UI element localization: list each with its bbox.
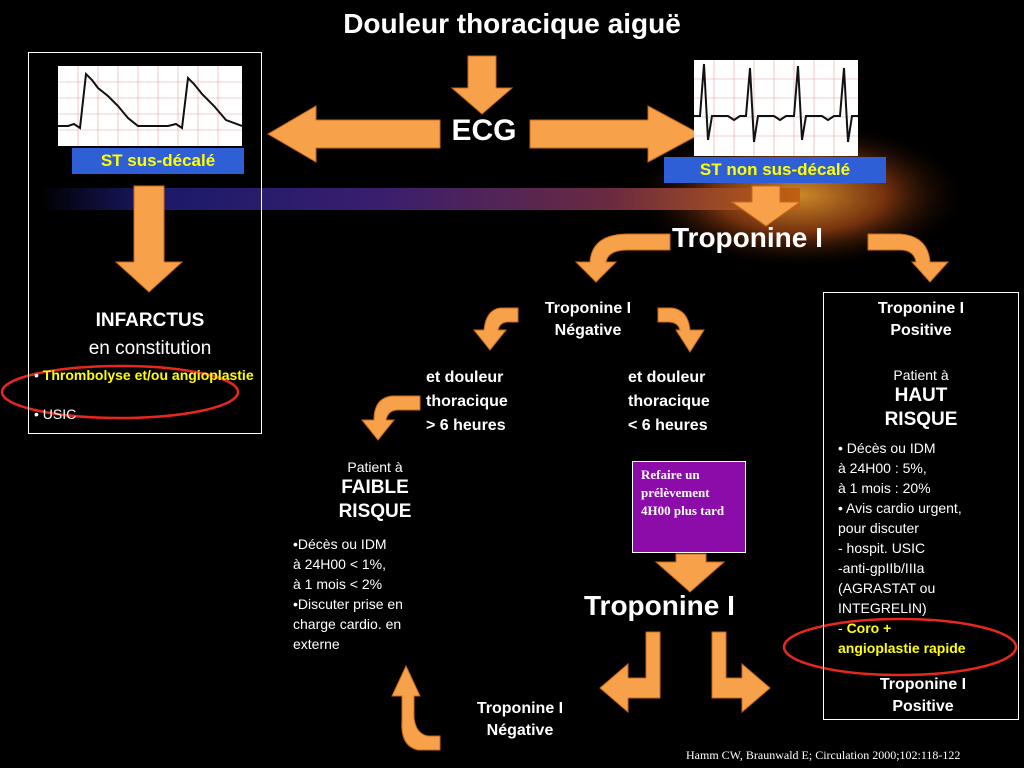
douleur-gt6-block: et douleur thoracique > 6 heures bbox=[426, 366, 508, 438]
list-item: à 24H00 : 5%, bbox=[838, 460, 927, 476]
troponine-positive-2: Troponine I Positive bbox=[830, 674, 1016, 718]
troponine-negative-1: Troponine I Négative bbox=[518, 298, 658, 342]
list-item: pour discuter bbox=[838, 520, 919, 536]
faible-label: FAIBLE bbox=[341, 477, 409, 498]
douleur-gt6-line2: thoracique bbox=[426, 393, 508, 410]
list-item: • Décès ou IDM bbox=[838, 440, 936, 456]
haut-risque-list: • Décès ou IDM à 24H00 : 5%, à 1 mois : … bbox=[838, 438, 1018, 658]
list-item: • Avis cardio urgent, bbox=[838, 500, 962, 516]
thrombolyse-text: Thrombolyse et/ou angioplastie bbox=[42, 367, 254, 383]
faible-risque-list: •Décès ou IDM à 24H00 < 1%, à 1 mois < 2… bbox=[293, 534, 453, 654]
usic-item: • USIC bbox=[34, 406, 76, 422]
list-item: •Discuter prise en bbox=[293, 596, 403, 612]
left-panel bbox=[28, 52, 262, 434]
list-item: à 1 mois < 2% bbox=[293, 576, 383, 592]
haut-label: HAUT bbox=[894, 385, 948, 406]
douleur-lt6-block: et douleur thoracique < 6 heures bbox=[628, 366, 710, 438]
arrow-down-refaire bbox=[654, 553, 726, 593]
patient-a-label: Patient à bbox=[893, 367, 949, 383]
bullet: • bbox=[34, 406, 43, 422]
arrow-curve-gt6 bbox=[472, 307, 519, 351]
list-item: •Décès ou IDM bbox=[293, 536, 387, 552]
troponine-positive-2-line2: Positive bbox=[892, 698, 954, 715]
st-sus-decale-tag: ST sus-décalé bbox=[72, 148, 244, 174]
arrow-curve-positive bbox=[867, 233, 950, 283]
list-item: à 1 mois : 20% bbox=[838, 480, 931, 496]
arrow-down-ecg bbox=[450, 55, 514, 115]
faible-risque-block: Patient à FAIBLE RISQUE bbox=[300, 458, 450, 524]
douleur-gt6-line1: et douleur bbox=[426, 369, 504, 386]
arrow-left-ecg bbox=[267, 105, 441, 163]
gradient-band bbox=[40, 188, 800, 210]
douleur-lt6-line2: thoracique bbox=[628, 393, 710, 410]
ecg-label: ECG bbox=[451, 114, 517, 147]
troponine-negative-2-line2: Négative bbox=[486, 722, 554, 739]
arrow-down-infarctus bbox=[114, 185, 184, 293]
list-item: externe bbox=[293, 636, 340, 652]
highlight-circle-left bbox=[0, 364, 240, 420]
page-title: Douleur thoracique aiguë bbox=[343, 8, 681, 39]
troponine-positive-1-line1: Troponine I bbox=[877, 300, 965, 317]
list-item: charge cardio. en bbox=[293, 616, 402, 632]
troponine-main: Troponine I bbox=[672, 222, 823, 253]
coro-text-2: angioplastie rapide bbox=[838, 640, 966, 656]
st-non-sus-decale-tag: ST non sus-décalé bbox=[664, 157, 886, 183]
ecg-st-non-elevation-image bbox=[694, 60, 858, 156]
arrow-curve-lt6 bbox=[657, 307, 705, 353]
arrow-curve-up-faible bbox=[391, 664, 441, 751]
coro-dash: - bbox=[838, 620, 847, 636]
infarctus-label: INFARCTUS bbox=[95, 310, 205, 331]
ecg-trace-right bbox=[694, 60, 858, 156]
douleur-gt6-line3: > 6 heures bbox=[426, 417, 506, 434]
douleur-lt6-line3: < 6 heures bbox=[628, 417, 708, 434]
right-panel bbox=[823, 292, 1019, 720]
arrow-curve-faible bbox=[360, 395, 421, 441]
arrow-curve-negative bbox=[574, 233, 671, 283]
douleur-lt6-line1: et douleur bbox=[628, 369, 706, 386]
highlight-circle-right bbox=[782, 617, 1018, 677]
troponine-positive-2-line1: Troponine I bbox=[879, 676, 967, 693]
haut-risque-block: Patient à HAUT RISQUE bbox=[823, 366, 1019, 432]
list-item: à 24H00 < 1%, bbox=[293, 556, 387, 572]
usic-text: USIC bbox=[42, 406, 77, 422]
troponine-negative-1-line2: Négative bbox=[554, 322, 622, 339]
arrow-bent-positive bbox=[711, 631, 771, 714]
thrombolyse-item: • Thrombolyse et/ou angioplastie bbox=[34, 366, 254, 384]
en-constitution-label: en constitution bbox=[88, 338, 212, 359]
troponine-negative-1-line1: Troponine I bbox=[544, 300, 632, 317]
ecg-st-elevation-image bbox=[58, 66, 242, 146]
list-item: -anti-gpIIb/IIIa bbox=[838, 560, 925, 576]
patient-a-label: Patient à bbox=[347, 459, 403, 475]
troponine-second: Troponine I bbox=[584, 590, 735, 621]
citation: Hamm CW, Braunwald E; Circulation 2000;1… bbox=[686, 748, 961, 762]
arrow-bent-negative bbox=[599, 631, 661, 714]
risque-label: RISQUE bbox=[884, 409, 958, 430]
bullet: • bbox=[34, 367, 43, 383]
troponine-positive-1: Troponine I Positive bbox=[823, 298, 1019, 342]
troponine-negative-2: Troponine I Négative bbox=[450, 698, 590, 742]
ecg-trace-left bbox=[58, 66, 242, 146]
list-item: - hospit. USIC bbox=[838, 540, 926, 556]
refaire-box: Refaire un prélèvement 4H00 plus tard bbox=[632, 461, 746, 553]
risque-label: RISQUE bbox=[338, 501, 412, 522]
troponine-negative-2-line1: Troponine I bbox=[476, 700, 564, 717]
list-item: INTEGRELIN) bbox=[838, 600, 927, 616]
arrow-down-troponine bbox=[730, 185, 802, 227]
arrow-right-ecg bbox=[529, 105, 702, 163]
troponine-positive-1-line2: Positive bbox=[890, 322, 952, 339]
list-item: (AGRASTAT ou bbox=[838, 580, 936, 596]
coro-item: - Coro + bbox=[838, 618, 1018, 638]
coro-text: Coro + bbox=[846, 620, 892, 636]
